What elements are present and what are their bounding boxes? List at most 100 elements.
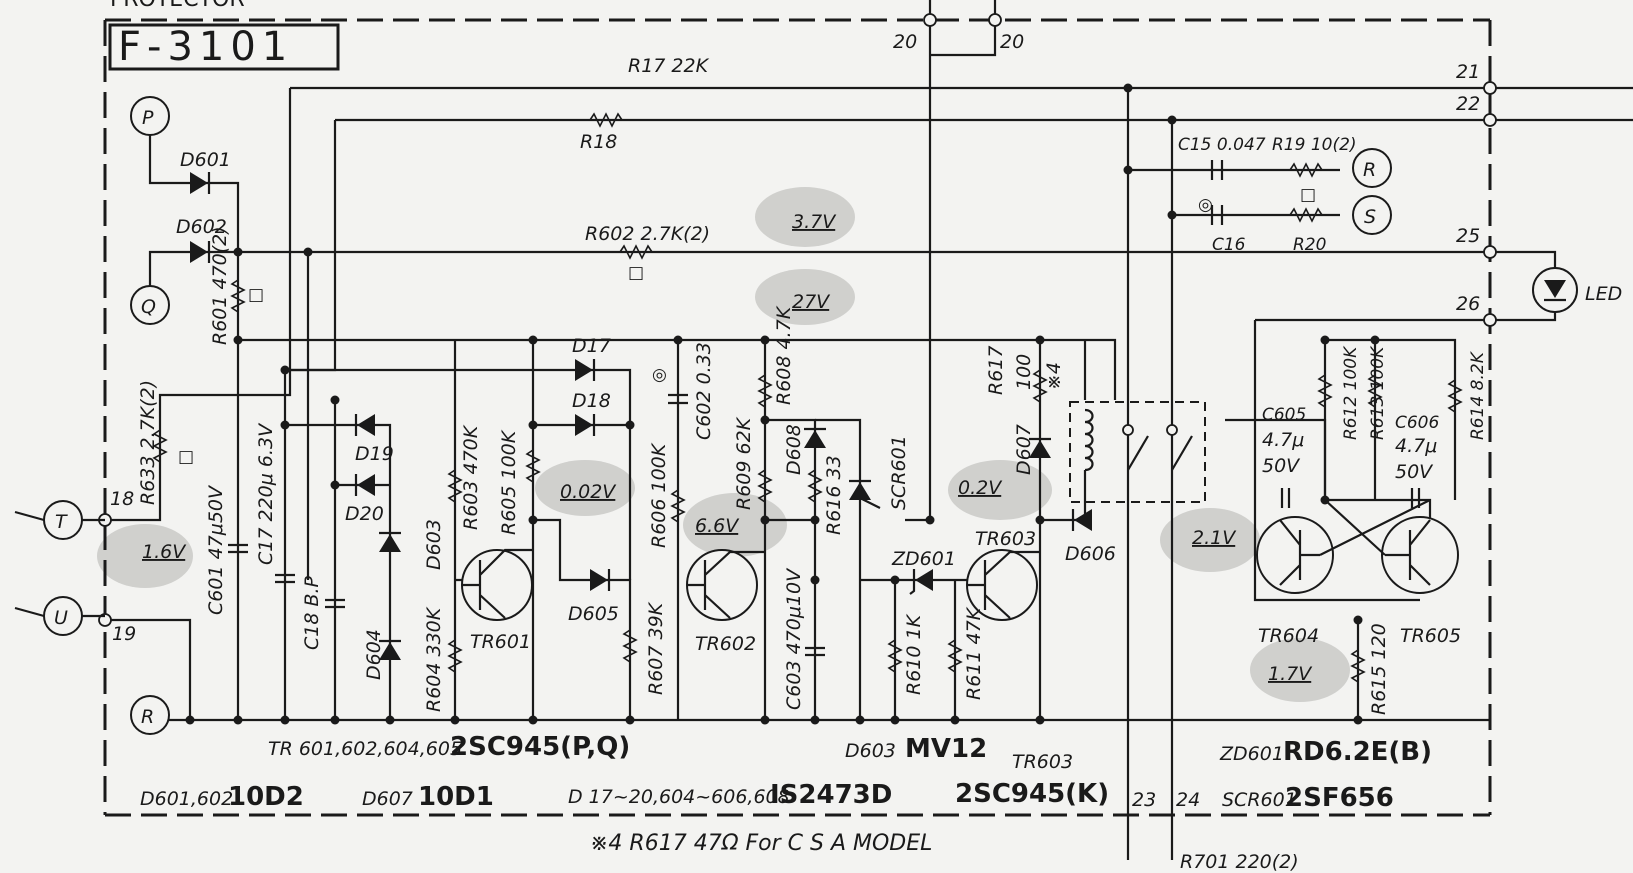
legend-d17-prefix: D 17~20,604~606,608 (568, 786, 790, 808)
terminal-26: 26 (1456, 293, 1480, 315)
label-scr601: SCR601 (888, 435, 910, 510)
voltage-1.7V: 1.7V (1268, 663, 1313, 685)
label-r611: R611 47K (963, 606, 985, 700)
label-d608: D608 (783, 424, 805, 475)
voltage-0.02V: 0.02V (560, 481, 617, 503)
legend-tr-prefix: TR 601,602,604,605 (268, 738, 462, 760)
capacitors (228, 160, 1421, 657)
label-c15: C15 0.047 (1178, 135, 1266, 155)
voltage-3.7V: 3.7V (792, 211, 837, 233)
label-led: LED (1585, 283, 1622, 305)
legend-d607-prefix: D607 (362, 788, 413, 810)
label-r604: R604 330K (423, 606, 445, 712)
label-zd601: ZD601 (891, 548, 956, 570)
label-d607: D607 (1013, 424, 1035, 475)
terminal-S: S (1364, 206, 1376, 228)
label-d605: D605 (568, 603, 619, 625)
legend-d601-value: 10D2 (228, 782, 304, 812)
terminal-R-right: R (1363, 159, 1376, 181)
label-r612: R612 100K (1341, 345, 1361, 440)
legend-scr-value: 2SF656 (1285, 783, 1394, 813)
diodes (190, 172, 1578, 660)
terminal-P-circle (130, 96, 170, 136)
terminal-23: 23 (1132, 789, 1156, 811)
mark-r601: □ (248, 285, 264, 305)
legend-scr-prefix: SCR601 (1222, 789, 1297, 811)
label-r19: R19 10(2) (1272, 135, 1357, 155)
label-r609: R609 62K (733, 416, 755, 510)
terminal-21: 21 (1456, 61, 1480, 83)
resistors (152, 112, 1463, 683)
label-r633: R633 2.7K(2) (137, 380, 159, 505)
legend-zd-prefix: ZD601 (1219, 743, 1284, 765)
voltage-0.2V: 0.2V (958, 477, 1003, 499)
label-r601: R601 470(2) (209, 226, 231, 345)
mark-c602: ◎ (652, 365, 667, 385)
label-r603: R603 470K (460, 424, 482, 530)
footnote: ※4 R617 47Ω For C S A MODEL (590, 831, 932, 856)
label-c602: C602 0.33 (693, 342, 715, 440)
terminal-R-left: R (141, 706, 154, 728)
legend-tr603-value: 2SC945(K) (955, 779, 1109, 809)
legend-d601-prefix: D601,602 (140, 788, 233, 810)
legend-d607-value: 10D1 (418, 782, 494, 812)
terminal-P: P (142, 107, 154, 129)
terminal-Q-circle (130, 285, 170, 325)
mark-c16: ◎ (1198, 195, 1213, 215)
legend-d603-value: MV12 (905, 734, 987, 764)
label-tr604: TR604 (1258, 625, 1319, 647)
label-c16: C16 (1212, 235, 1246, 255)
label-tr601: TR601 (470, 631, 531, 653)
label-tr603: TR603 (975, 528, 1036, 550)
label-c605: C605 (1262, 405, 1306, 425)
voltage-2.1V: 2.1V (1192, 527, 1237, 549)
label-r613: R613 100K (1368, 345, 1388, 440)
label-c601: C601 47μ50V (205, 484, 227, 615)
label-r20: R20 (1293, 235, 1326, 255)
board-outline (103, 18, 1492, 817)
label-c18: C18 B.P (301, 575, 323, 650)
label-r602: R602 2.7K(2) (585, 223, 710, 245)
voltage-1.6V: 1.6V (142, 541, 187, 563)
label-c606: C606 (1395, 413, 1440, 433)
section-title: PROTECTOR (110, 0, 245, 12)
terminal-U: U (54, 607, 68, 629)
label-c605-v1: 4.7μ (1262, 429, 1304, 451)
voltage-6.6V: 6.6V (695, 515, 740, 537)
terminal-R-left-circle (130, 695, 170, 735)
terminal-T: T (55, 511, 68, 533)
legend-tr603-prefix: TR603 (1012, 751, 1073, 773)
terminal-25: 25 (1456, 225, 1480, 247)
label-r17: R17 22K (628, 55, 710, 77)
relay (1069, 401, 1206, 503)
parts-legend: TR 601,602,604,605 2SC945(P,Q) D603 MV12… (140, 732, 1432, 873)
label-r614: R614 8.2K (1468, 350, 1488, 440)
terminal-R-right-circle (1352, 148, 1392, 188)
label-r615: R615 120 (1368, 623, 1390, 715)
label-r616: R616 33 (823, 455, 845, 535)
label-c17: C17 220μ 6.3V (255, 422, 277, 565)
mark-r20: □ (1300, 185, 1316, 205)
label-r606: R606 100K (648, 442, 670, 548)
legend-zd-value: RD6.2E(B) (1283, 737, 1432, 767)
label-r701: R701 220(2) (1180, 851, 1299, 873)
terminal-22: 22 (1456, 93, 1480, 115)
io-terminals (14, 96, 1392, 735)
label-d604: D604 (363, 629, 385, 680)
label-r608: R608 4.7K (773, 305, 795, 405)
terminal-S-circle (1352, 195, 1392, 235)
terminal-18: 18 (110, 488, 134, 510)
board-id: F-3101 (118, 24, 293, 70)
label-d18: D18 (572, 390, 611, 412)
label-r610: R610 1K (903, 613, 925, 695)
label-d19: D19 (355, 443, 394, 465)
label-c605-v2: 50V (1262, 455, 1301, 477)
voltage-highlights (97, 187, 1350, 702)
transistors (461, 499, 1459, 621)
label-d601: D601 (180, 149, 231, 171)
label-r607: R607 39K (645, 601, 667, 695)
legend-d17-value: IS2473D (770, 780, 892, 810)
label-tr602: TR602 (695, 633, 756, 655)
label-d20: D20 (345, 503, 384, 525)
